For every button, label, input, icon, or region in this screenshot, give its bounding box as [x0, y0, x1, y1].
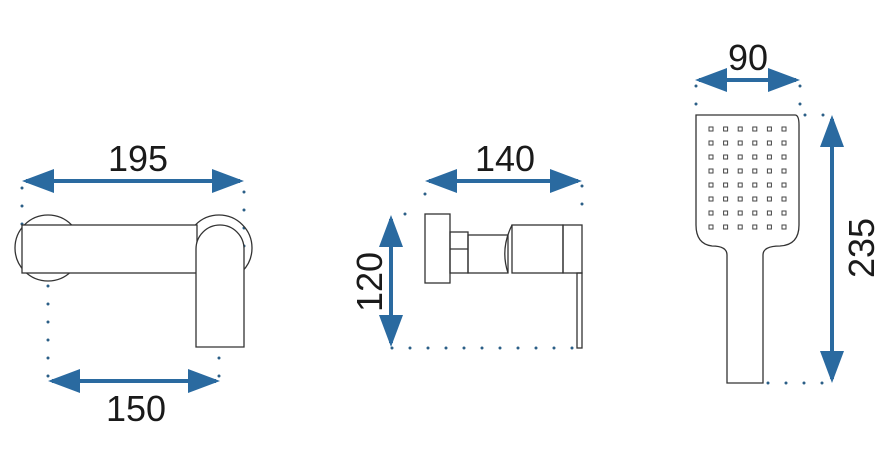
height-dimension-label: 120 — [349, 252, 390, 312]
nozzle — [708, 154, 714, 160]
nozzle — [723, 140, 729, 146]
extension-lines — [390, 184, 584, 350]
nozzle — [708, 126, 714, 132]
nozzle-grid — [708, 126, 787, 230]
hand-shower-outline — [695, 114, 800, 384]
nozzle — [737, 182, 743, 188]
nozzle — [766, 224, 772, 230]
nozzle — [737, 154, 743, 160]
lever — [576, 272, 583, 349]
spacing-dimension-label: 150 — [106, 388, 166, 429]
nozzle — [737, 224, 743, 230]
width-dimension-label: 195 — [108, 138, 168, 179]
nozzle — [781, 168, 787, 174]
nozzle — [752, 140, 758, 146]
nozzle — [708, 140, 714, 146]
nozzle — [737, 196, 743, 202]
nozzle — [781, 224, 787, 230]
nozzle — [737, 168, 743, 174]
wall-plate — [424, 213, 451, 284]
nozzle — [708, 224, 714, 230]
nozzle — [766, 126, 772, 132]
nozzle — [752, 182, 758, 188]
extension-lines — [694, 84, 834, 385]
nozzle — [737, 210, 743, 216]
handle-hub — [562, 224, 583, 274]
nozzle — [752, 224, 758, 230]
nozzle — [781, 140, 787, 146]
nozzle — [723, 182, 729, 188]
nozzle — [723, 224, 729, 230]
nozzle — [708, 182, 714, 188]
nozzle — [752, 168, 758, 174]
nozzle — [723, 196, 729, 202]
depth-dimension-label: 140 — [475, 138, 535, 179]
nozzle — [737, 126, 743, 132]
mixer-body — [21, 224, 198, 274]
concealed-mixer-drawing: 140 120 — [349, 138, 584, 350]
nozzle — [766, 154, 772, 160]
nozzle — [708, 168, 714, 174]
nozzle — [766, 196, 772, 202]
nozzle — [781, 182, 787, 188]
shower-length-label: 235 — [841, 218, 882, 278]
nozzle — [752, 210, 758, 216]
collar — [504, 224, 513, 274]
nozzle — [781, 154, 787, 160]
nozzle — [766, 168, 772, 174]
nozzle — [766, 210, 772, 216]
nozzle — [708, 196, 714, 202]
nozzle — [723, 126, 729, 132]
nozzle — [781, 196, 787, 202]
nozzle — [723, 154, 729, 160]
mixer-spout — [195, 224, 245, 348]
nozzle — [723, 210, 729, 216]
cartridge-body — [511, 224, 564, 274]
stem — [467, 234, 509, 274]
shower-width-label: 90 — [728, 37, 768, 78]
hand-shower-drawing: 90 235 — [694, 37, 882, 385]
connector — [449, 231, 469, 274]
nozzle — [766, 140, 772, 146]
nozzle — [781, 126, 787, 132]
nozzle — [752, 196, 758, 202]
nozzle — [752, 126, 758, 132]
nozzle — [781, 210, 787, 216]
wall-mixer-drawing: 195 150 — [14, 138, 253, 429]
nozzle — [723, 168, 729, 174]
nozzle — [708, 210, 714, 216]
nozzle — [737, 140, 743, 146]
extension-lines — [20, 186, 246, 380]
nozzle — [766, 182, 772, 188]
nozzle — [752, 154, 758, 160]
